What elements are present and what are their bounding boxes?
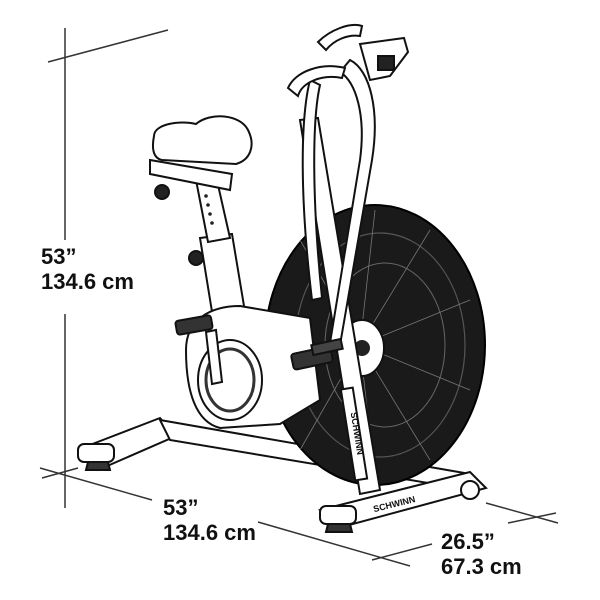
brand-label-fork bbox=[339, 386, 369, 482]
seat-adjust-knob bbox=[154, 184, 170, 200]
length-dimension-label: 53” 134.6 cm bbox=[163, 495, 256, 545]
seat-rail bbox=[149, 158, 234, 192]
crank-arm bbox=[204, 328, 224, 386]
front-foot-pad bbox=[319, 505, 357, 525]
top-reference-line bbox=[47, 29, 169, 63]
console-screen bbox=[377, 55, 395, 71]
drive-housing bbox=[174, 304, 344, 430]
handlebar-arm-left bbox=[301, 78, 324, 302]
length-metric: 134.6 cm bbox=[163, 519, 256, 545]
width-imperial: 26.5” bbox=[441, 529, 495, 554]
front-wheel-roller bbox=[460, 480, 480, 500]
rear-foot-leveler bbox=[84, 461, 112, 471]
dimension-lines bbox=[39, 28, 559, 567]
seat-post-holes bbox=[204, 194, 214, 225]
handlebar-grip-top bbox=[316, 24, 364, 52]
length-dimension-line bbox=[39, 467, 153, 501]
length-imperial: 53” bbox=[163, 495, 199, 520]
left-pedal bbox=[174, 314, 214, 336]
flywheel-inner bbox=[204, 347, 256, 413]
width-dimension-label: 26.5” 67.3 cm bbox=[441, 529, 522, 579]
width-reference-line-right bbox=[507, 512, 557, 524]
seat-cushion bbox=[152, 115, 253, 166]
height-dimension-label: 53” 134.6 cm bbox=[41, 244, 134, 294]
rear-foot-pad bbox=[77, 443, 115, 463]
width-dimension-line bbox=[485, 502, 559, 524]
footrest bbox=[310, 337, 344, 357]
length-dimension-line-lower bbox=[257, 521, 411, 567]
width-metric: 67.3 cm bbox=[441, 553, 522, 579]
height-imperial: 53” bbox=[41, 244, 77, 269]
seatpost-adjust-knob bbox=[188, 250, 204, 266]
front-foot-leveler bbox=[324, 523, 354, 533]
height-metric: 134.6 cm bbox=[41, 268, 134, 294]
handlebar-grip-left bbox=[286, 65, 347, 98]
width-reference-line-bottom bbox=[371, 543, 433, 561]
seat-assembly bbox=[149, 115, 253, 326]
